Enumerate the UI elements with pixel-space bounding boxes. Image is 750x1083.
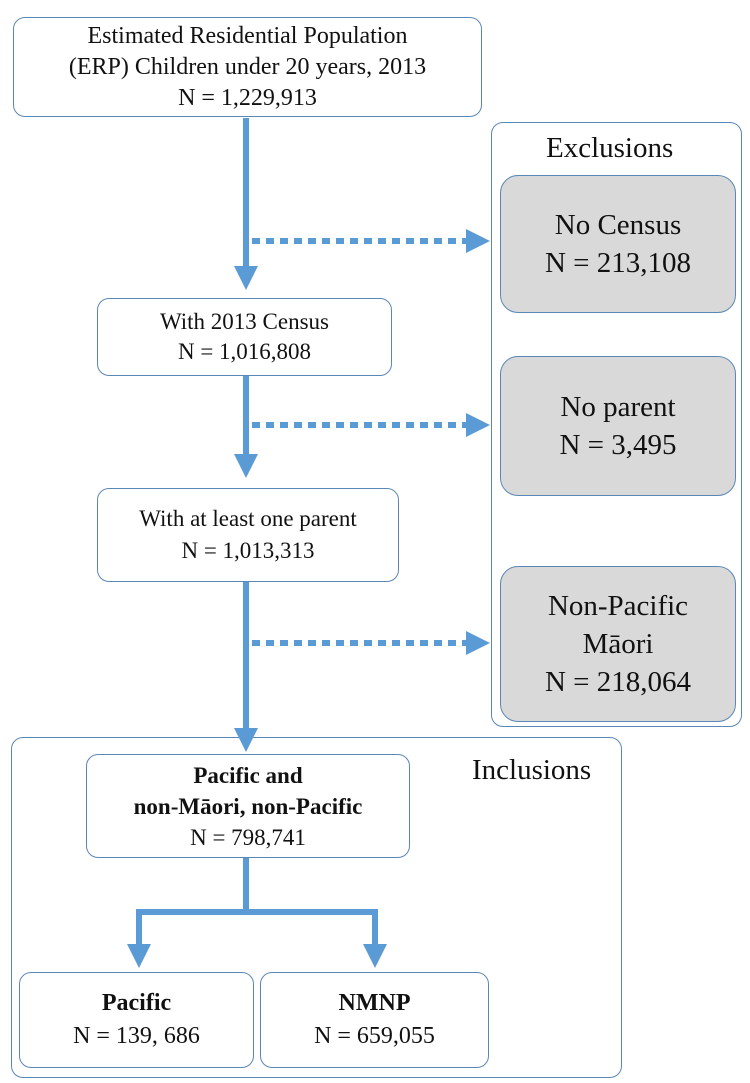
census-count: N = 1,016,808: [177, 339, 312, 364]
pacific-label: Pacific: [101, 990, 172, 1016]
nmnp-label: NMNP: [338, 990, 411, 1016]
pacific-box: Pacific N = 139, 686: [19, 972, 254, 1068]
inclusions-title: Inclusions: [472, 754, 592, 786]
exclusions-title: Exclusions: [546, 132, 674, 164]
source-count: N = 1,229,913: [178, 84, 317, 111]
combined-box: Pacific and non-Māori, non-Pacific N = 7…: [86, 754, 410, 858]
non-pacific-count: N = 218,064: [544, 666, 692, 698]
combined-count: N = 798,741: [190, 824, 306, 850]
non-pacific-line-2: Māori: [582, 628, 654, 660]
non-pacific-line-1: Non-Pacific: [547, 590, 689, 622]
no-census-box: No Census N = 213,108: [500, 175, 736, 313]
no-parent-label: No parent: [560, 391, 676, 423]
combined-line-2: non-Māori, non-Pacific: [133, 793, 363, 819]
census-label: With 2013 Census: [159, 309, 330, 334]
exclusions-panel: [491, 122, 742, 727]
census-box: With 2013 Census N = 1,016,808: [97, 298, 392, 376]
nmnp-count: N = 659,055: [314, 1023, 435, 1049]
inclusions-panel: [11, 737, 622, 1078]
no-census-label: No Census: [554, 209, 682, 241]
non-pacific-box: Non-Pacific Māori N = 218,064: [500, 566, 736, 722]
parent-label: With at least one parent: [139, 506, 357, 531]
source-population-box: Estimated Residential Population (ERP) C…: [13, 17, 482, 117]
combined-line-1: Pacific and: [193, 762, 303, 788]
nmnp-box: NMNP N = 659,055: [260, 972, 489, 1068]
parent-box: With at least one parent N = 1,013,313: [97, 488, 399, 582]
source-line-1: Estimated Residential Population: [87, 22, 408, 49]
parent-count: N = 1,013,313: [181, 538, 315, 563]
no-parent-count: N = 3,495: [559, 429, 677, 461]
no-parent-box: No parent N = 3,495: [500, 356, 736, 496]
no-census-count: N = 213,108: [544, 247, 692, 279]
source-line-2: (ERP) Children under 20 years, 2013: [68, 53, 427, 80]
pacific-count: N = 139, 686: [73, 1023, 200, 1049]
